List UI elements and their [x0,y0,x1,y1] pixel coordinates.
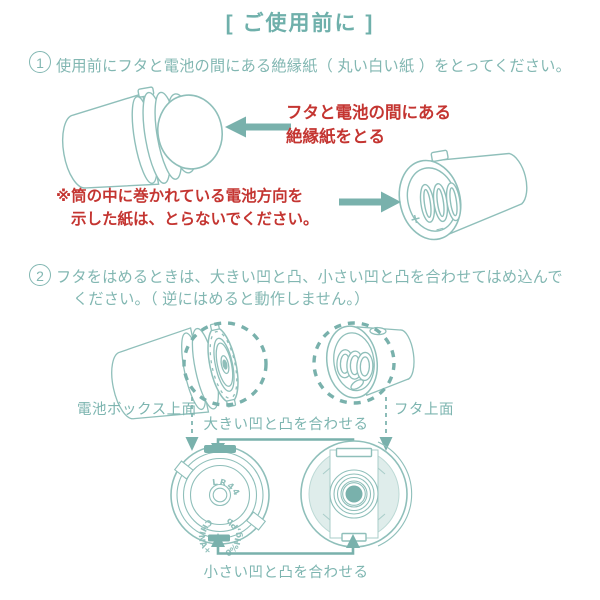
insulation-paper [157,94,223,170]
battery-box-illustration [111,322,239,420]
align-large-label: 大きい凹と凸を合わせる [203,417,369,433]
battery-marking-right: CHINA+ [196,516,213,557]
callout-arrow-left-icon [225,116,291,138]
minus-mark: − [434,222,446,237]
battery-box-dashed-circle [182,321,268,407]
align-small-label: 小さい凹と凸を合わせる [203,565,369,581]
cap-top-label: フタ上面 [394,402,454,418]
removal-callout: フタと電池の間にある 絶縁紙をとる [286,101,451,149]
step2-text-line1: フタをはめるときは、大きい凹と凸、小さい凹と凸を合わせてはめ込んで [56,269,563,286]
removal-note-line2: 示した紙は、とらないでください。 [71,211,319,228]
step2-text-line2: ください。（ 逆にはめると動作しません。） [73,291,370,308]
plus-mark: + [409,211,423,228]
cap-illustration [325,325,415,399]
step1-number-badge: 1 [29,51,51,73]
page-title: [ ご使用前に ] [225,12,375,35]
step2-text: フタをはめるときは、大きい凹と凸、小さい凹と凸を合わせてはめ込んで ください。（… [56,267,563,311]
step1-text: 使用前にフタと電池の間にある絶縁紙（ 丸い白い紙 ）をとってください。 [56,58,571,75]
cap-dashed-circle [312,321,396,405]
dashed-pointer-left [185,397,199,451]
battery-box-top-label: 電池ボックス上面 [77,402,197,418]
large-notch-tab [204,445,236,453]
small-notch-bracket [211,533,360,555]
note-arrow-right-icon [339,191,401,213]
removal-note: ※筒の中に巻かれている電池方向を 示した紙は、とらないでください。 [56,185,319,231]
large-notch-slot [335,447,373,458]
battery-tube-illustration [62,86,223,189]
removal-note-line1: ※筒の中に巻かれている電池方向を [56,188,304,205]
svg-text:CHINA+: CHINA+ [196,516,214,557]
dashed-pointer-right [379,397,393,451]
step2-number-badge: 2 [29,264,51,286]
battery-box-top-view: LR44 CHINA+ 0%Hg,Pb [170,445,270,559]
battery-compartment-illustration: + − [398,149,528,241]
removal-callout-line1: フタと電池の間にある [286,104,451,122]
removal-callout-line2: 絶縁紙をとる [286,128,385,146]
cap-top-view [300,440,413,548]
